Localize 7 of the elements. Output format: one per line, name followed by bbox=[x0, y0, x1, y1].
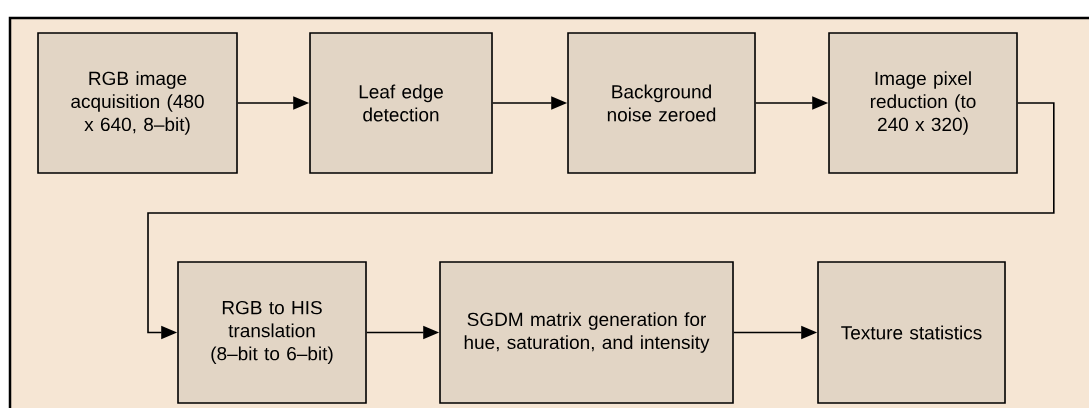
process-box: RGB image acquisition (480 x 640, 8–bit) bbox=[37, 32, 238, 174]
process-box: Leaf edge detection bbox=[309, 32, 493, 174]
process-box: SGDM matrix generation for hue, saturation, and intensity bbox=[439, 261, 734, 404]
process-box: Texture statistics bbox=[817, 261, 1006, 404]
process-box: Background noise zeroed bbox=[567, 32, 756, 174]
process-box: RGB to HIS translation (8–bit to 6–bit) bbox=[177, 261, 367, 404]
process-box: Image pixel reduction (to 240 x 320) bbox=[828, 32, 1018, 174]
